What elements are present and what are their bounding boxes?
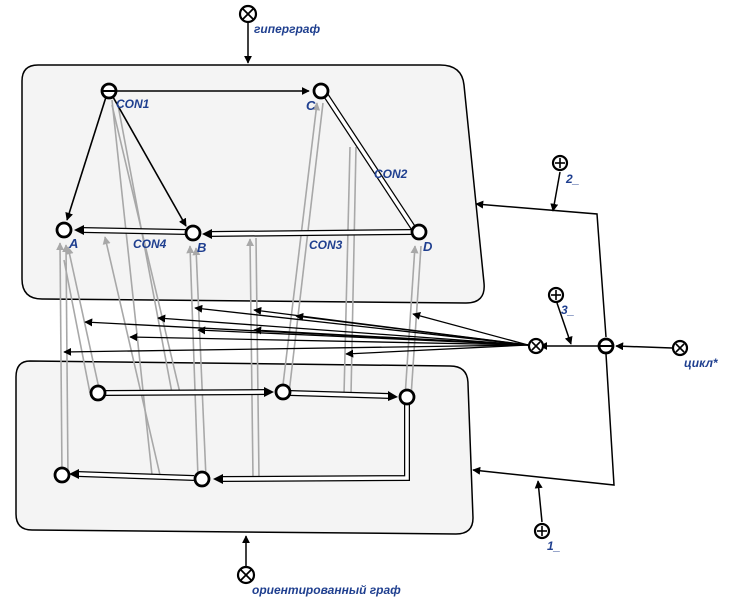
node-g5 <box>193 470 211 488</box>
label-cycle: цикл* <box>684 356 719 370</box>
label-node-a: A <box>68 236 78 251</box>
hub-fan-arrows <box>63 304 529 358</box>
node-d <box>410 223 428 241</box>
label-digraph: ориентированный граф <box>252 583 401 597</box>
node-b <box>184 224 202 242</box>
node-g3 <box>398 388 416 406</box>
node-a <box>55 221 73 239</box>
double-connectors <box>69 92 417 484</box>
projection-lines <box>56 99 422 479</box>
terminal-hypergraph <box>238 4 258 24</box>
node-g4 <box>53 466 71 484</box>
label-con4: CON4 <box>133 237 167 251</box>
node-g2 <box>274 383 292 401</box>
terminal-3 <box>547 286 565 304</box>
label-con3: CON3 <box>309 238 343 252</box>
terminal-1 <box>533 522 551 540</box>
label-node-b: B <box>197 240 206 255</box>
node-c <box>312 82 330 100</box>
label-node-d: D <box>423 239 433 254</box>
hypergraph-panel <box>21 64 485 304</box>
terminal-digraph <box>236 565 256 585</box>
control-lines <box>242 22 673 567</box>
terminal-cycle <box>671 339 689 357</box>
label-terminal-1: 1_ <box>547 539 561 553</box>
label-hypergraph: гиперграф <box>254 22 320 36</box>
label-terminal-3: 3_ <box>561 303 575 317</box>
nodes <box>53 82 615 488</box>
node-g1 <box>89 384 107 402</box>
label-con2: CON2 <box>374 167 408 181</box>
terminal-2 <box>551 154 569 172</box>
terminal-hub-cross <box>527 337 545 355</box>
hypergraph-edges <box>65 87 310 227</box>
label-terminal-2: 2_ <box>565 172 580 186</box>
digraph-panel <box>15 360 474 535</box>
label-con1: CON1 <box>116 97 150 111</box>
label-node-c: C <box>306 98 316 113</box>
